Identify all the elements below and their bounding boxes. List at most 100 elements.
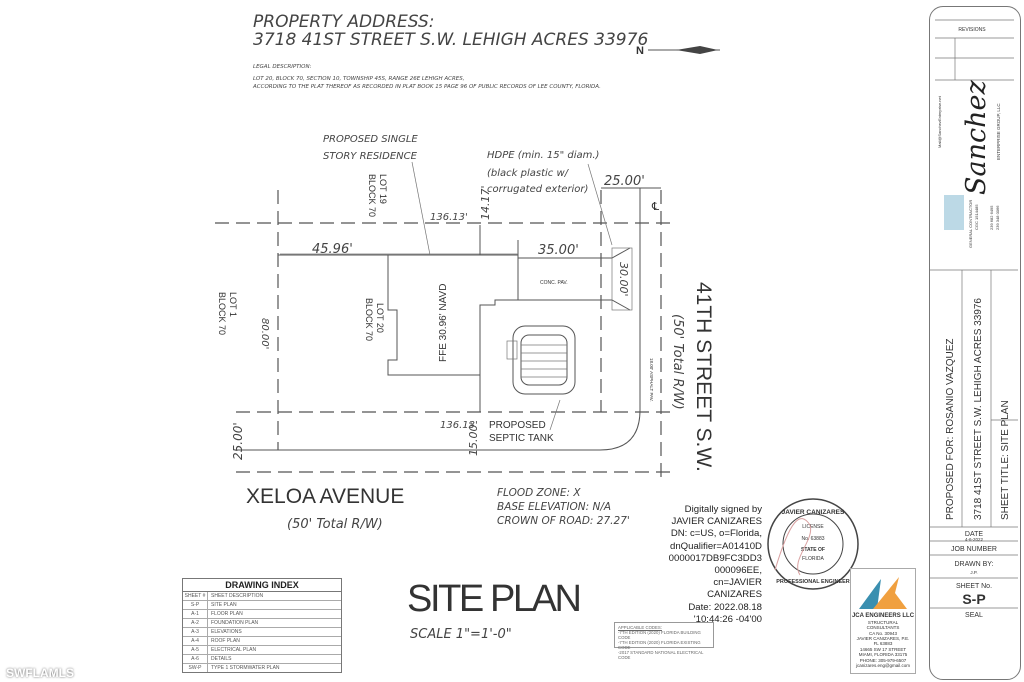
septic-tank	[506, 325, 576, 395]
drawing-index-title: DRAWING INDEX	[183, 579, 341, 592]
company-email: Mail@SanchezEnterprise.net	[937, 95, 942, 148]
applicable-codes: APPLICABLE CODES: -7TH EDITION (2020) FL…	[614, 622, 714, 660]
residence-note-1: PROPOSED SINGLE	[323, 134, 418, 145]
hdpe-note-3: corrugated exterior)	[487, 184, 588, 195]
jca-fl: FL 63883	[873, 641, 893, 647]
jca-address-2: MIAMI, FLORIDA 33175	[858, 652, 908, 658]
signature-line: 000096EE, cn=JAVIER	[713, 565, 762, 589]
sheet-cell: SW-P	[183, 664, 208, 672]
property-address: 3718 41ST STREET S.W. LEHIGH ACRES 33976	[253, 30, 648, 50]
sheet-no-label: SHEET No.	[956, 583, 992, 590]
asphalt-label: 18.00' ASPHALT PAV.	[649, 358, 654, 402]
signature-line: DN: c=US, o=Florida,	[670, 528, 762, 540]
property-address-label: PROPERTY ADDRESS:	[253, 12, 435, 32]
drawn-by-value: J.P.	[970, 570, 977, 575]
code-line: -7TH EDITION (2020) FLORIDA BUILDING COD…	[618, 630, 701, 640]
watermark: SWFLAMLS	[6, 666, 74, 680]
title-block: REVISIONS Mail@SanchezEnterprise.net San…	[930, 19, 1018, 619]
sheet-no-value: S-P	[962, 591, 985, 607]
jca-phone: PHONE: 305-979-6507	[859, 657, 907, 663]
signature-line: Date: 2022.08.18	[688, 601, 762, 613]
conc-pav-label: CONC. PAV.	[540, 280, 568, 286]
avenue-name: XELOA AVENUE	[246, 485, 404, 508]
signature-line: CANIZARES	[707, 589, 762, 601]
desc-cell: FLOOR PLAN	[211, 611, 243, 617]
dim-15: 15.00'	[467, 421, 480, 456]
house-footprint	[278, 240, 519, 376]
signature-line: JAVIER CANIZARES	[671, 516, 762, 528]
proposed-for: PROPOSED FOR: ROSANIO VAZQUEZ	[945, 338, 956, 520]
title-block-frame	[929, 6, 1021, 680]
jca-email: jcanizares.eng@gmail.com	[855, 663, 911, 669]
dim-25-left: 25.00'	[231, 422, 245, 460]
crown-of-road: CROWN OF ROAD: 27.27'	[497, 515, 630, 527]
code-line: -2017 STANDARD NATIONAL ELECTRICAL CODE	[618, 650, 704, 660]
jca-ca: CA No. 30943	[868, 630, 898, 636]
revisions-label: REVISIONS	[958, 27, 986, 33]
sheet-cell: A-2	[183, 619, 208, 627]
sheet-cell: A-4	[183, 637, 208, 645]
desc-cell: ROOF PLAN	[211, 638, 240, 644]
lot19-label: LOT 19	[378, 174, 388, 204]
hdpe-note-1: HDPE (min. 15" diam.)	[487, 150, 599, 161]
sheet-cell: A-6	[183, 655, 208, 663]
seal-name: JAVIER CANIZARES	[782, 509, 845, 516]
desc-cell: TYPE 1 STORMWATER PLAN	[211, 665, 280, 671]
signature-line: dnQualifier=A01410D	[669, 540, 762, 552]
phone-1: 239 682 6495	[989, 205, 994, 230]
jca-engineers-stamp: JCA ENGINEERS LLC STRUCTURAL CONSULTANTS…	[850, 568, 916, 674]
dim-136-bottom: 136.13'	[440, 420, 478, 431]
north-label: N	[636, 45, 644, 57]
block70-label-c: BLOCK 70	[217, 292, 227, 335]
gc-label: GENERAL CONTRACTOR	[968, 200, 973, 248]
jca-logo-icon	[859, 577, 907, 609]
sheet-scale: SCALE 1"=1'-0"	[410, 627, 512, 642]
avenue-row: (50' Total R/W)	[287, 517, 383, 532]
seal-bottom: PROFESSIONAL ENGINEER	[776, 579, 850, 585]
desc-cell: DETAILS	[211, 656, 232, 662]
code-line: -7TH EDITION (2020) FLORIDA EXISTING COD…	[618, 640, 701, 650]
jca-name: JCA ENGINEERS LLC	[851, 613, 915, 620]
street-name: 41TH STREET S.W.	[692, 282, 715, 472]
lot20-label: LOT 20	[375, 303, 385, 333]
jca-address-1: 14665 SW 17 STREET	[859, 646, 907, 652]
sheet-title: SITE PLAN	[407, 578, 582, 620]
lot1-label: LOT 1	[228, 292, 238, 317]
company-building-icon	[944, 195, 964, 230]
residence-note-2: STORY RESIDENCE	[323, 151, 418, 162]
date-label: DATE	[965, 531, 983, 538]
ffe-label: FFE 30.96' NAVD	[438, 284, 449, 362]
desc-cell: FOUNDATION PLAN	[211, 620, 259, 626]
dim-30: 30.00'	[617, 262, 630, 297]
job-number-label: JOB NUMBER	[951, 546, 997, 553]
digital-signature: Digitally signed by JAVIER CANIZARES DN:…	[668, 504, 762, 626]
legal-description-line1: LOT 20, BLOCK 70, SECTION 10, TOWNSHIP 4…	[253, 76, 465, 82]
block70-label-a: BLOCK 70	[367, 174, 377, 217]
codes-title: APPLICABLE CODES:	[618, 625, 662, 630]
dim-80: 80.00'	[259, 318, 270, 349]
road-edge	[236, 188, 641, 451]
jca-sub: STRUCTURAL CONSULTANTS	[866, 619, 900, 631]
signature-line: Digitally signed by	[684, 504, 762, 515]
company-sub: ENTERPRISE GROUP, LLC	[996, 103, 1001, 160]
company-logo: Sanchez	[961, 80, 992, 195]
dim-14-17: 14.17'	[479, 185, 492, 220]
desc-cell: SITE PLAN	[211, 602, 237, 608]
title-block-address: 3718 41ST STREET S.W. LEHIGH ACRES 33976	[973, 298, 984, 520]
legal-description-line2: ACCORDING TO THE PLAT THEREOF AS RECORDE…	[252, 84, 601, 90]
dim-25-top: 25.00'	[604, 174, 645, 189]
drawing-index-table: DRAWING INDEX SHEET #SHEET DESCRIPTION S…	[182, 578, 342, 673]
north-arrow-icon: N	[636, 45, 720, 57]
street-row: (50' Total R/W)	[670, 314, 685, 410]
hdpe-note-2: (black plastic w/	[487, 168, 570, 179]
seal-state: STATE OF	[801, 547, 825, 553]
block70-label-b: BLOCK 70	[364, 298, 374, 341]
phone-2: 239 348 0066	[995, 205, 1000, 230]
base-elevation: BASE ELEVATION: N/A	[497, 501, 611, 513]
